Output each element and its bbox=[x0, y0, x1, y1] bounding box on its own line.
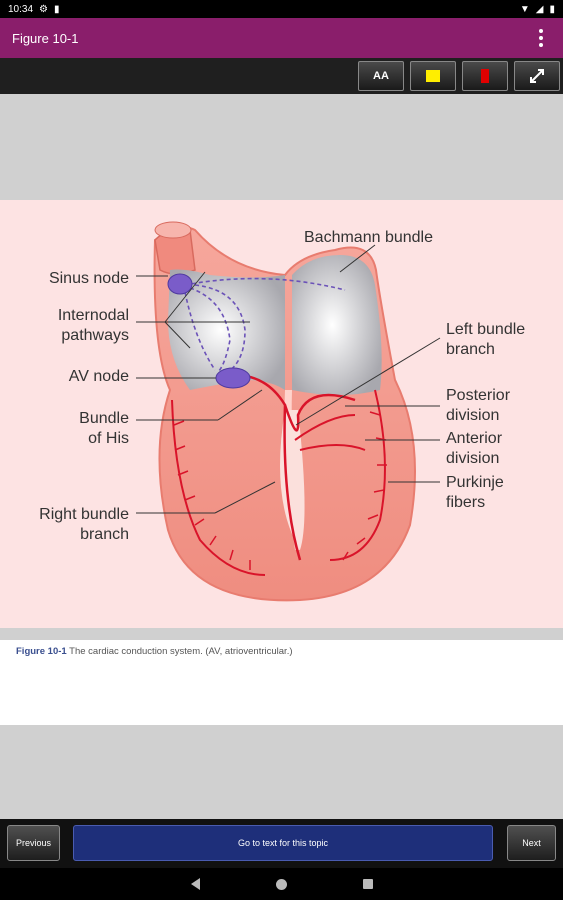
home-icon[interactable] bbox=[275, 878, 287, 890]
label-internodal-2: pathways bbox=[61, 327, 129, 344]
text-size-button[interactable]: AA bbox=[358, 61, 404, 91]
recents-icon[interactable] bbox=[362, 879, 373, 889]
label-bachmann: Bachmann bundle bbox=[304, 229, 433, 246]
label-posterior-2: division bbox=[446, 407, 499, 424]
back-icon[interactable] bbox=[190, 878, 200, 890]
next-button[interactable]: Next bbox=[507, 825, 556, 861]
figure-toolbar: AA bbox=[0, 58, 563, 94]
bundle-of-his-path bbox=[244, 374, 302, 561]
figure-caption: Figure 10-1 The cardiac conduction syste… bbox=[0, 640, 563, 725]
red-highlight-icon bbox=[481, 69, 489, 83]
sd-card-icon: ▮ bbox=[54, 3, 60, 15]
caption-text: The cardiac conduction system. (AV, atri… bbox=[66, 646, 293, 657]
av-node-shape bbox=[215, 367, 251, 389]
caption-label: Figure 10-1 bbox=[16, 646, 67, 657]
highlight-yellow-button[interactable] bbox=[410, 61, 456, 91]
app-bar: Figure 10-1 bbox=[0, 18, 563, 58]
cardiac-conduction-diagram: Sinus node Internodal pathways AV node B… bbox=[39, 221, 525, 602]
previous-button[interactable]: Previous bbox=[7, 825, 60, 861]
left-atrium bbox=[292, 255, 382, 395]
right-purkinje-path bbox=[171, 399, 266, 576]
battery-icon: ▮ bbox=[549, 3, 555, 15]
signal-icon: ◢ bbox=[535, 3, 544, 15]
label-internodal-1: Internodal bbox=[58, 307, 129, 324]
bottom-navigation: Previous Go to text for this topic Next bbox=[0, 819, 563, 868]
label-purkinje-2: fibers bbox=[446, 494, 485, 511]
label-sinus-node: Sinus node bbox=[49, 270, 129, 287]
label-bundle-1: Bundle bbox=[79, 410, 129, 427]
label-rbb-1: Right bundle bbox=[39, 506, 129, 523]
settings-icon: ⚙ bbox=[39, 3, 48, 15]
label-av-node: AV node bbox=[69, 368, 129, 385]
label-anterior-2: division bbox=[446, 450, 499, 467]
label-lbb-1: Left bundle bbox=[446, 321, 525, 338]
go-to-text-button[interactable]: Go to text for this topic bbox=[73, 825, 493, 861]
label-lbb-2: branch bbox=[446, 341, 495, 358]
aorta-opening bbox=[154, 221, 192, 239]
system-nav-bar bbox=[0, 868, 563, 900]
fullscreen-button[interactable] bbox=[514, 61, 560, 91]
left-bundle-path bbox=[283, 393, 356, 432]
wifi-icon: ▼ bbox=[519, 3, 530, 15]
leader-lines bbox=[136, 244, 441, 514]
label-rbb-2: branch bbox=[80, 526, 129, 543]
internodal-pathways bbox=[184, 277, 346, 373]
figure-image: Sinus node Internodal pathways AV node B… bbox=[0, 200, 563, 628]
yellow-highlight-icon bbox=[426, 70, 440, 82]
expand-icon bbox=[530, 69, 544, 83]
anterior-division-path bbox=[299, 444, 366, 451]
label-posterior-1: Posterior bbox=[446, 387, 511, 404]
right-atrium bbox=[168, 269, 285, 390]
label-purkinje-1: Purkinje bbox=[446, 474, 504, 491]
text-size-icon: AA bbox=[373, 70, 389, 82]
septal-core bbox=[280, 410, 305, 550]
left-purkinje-path bbox=[329, 389, 386, 561]
status-time: 10:34 bbox=[8, 3, 34, 15]
purkinje-twigs bbox=[173, 411, 387, 570]
sinus-node-shape bbox=[167, 273, 193, 295]
highlight-red-button[interactable] bbox=[462, 61, 508, 91]
page-title: Figure 10-1 bbox=[12, 30, 79, 46]
label-bundle-2: of His bbox=[88, 430, 129, 447]
posterior-division-path bbox=[294, 414, 356, 441]
overflow-menu-icon[interactable] bbox=[531, 26, 551, 50]
label-anterior-1: Anterior bbox=[446, 430, 503, 447]
status-bar: 10:34 ⚙ ▮ ▼ ◢ ▮ bbox=[0, 0, 563, 18]
